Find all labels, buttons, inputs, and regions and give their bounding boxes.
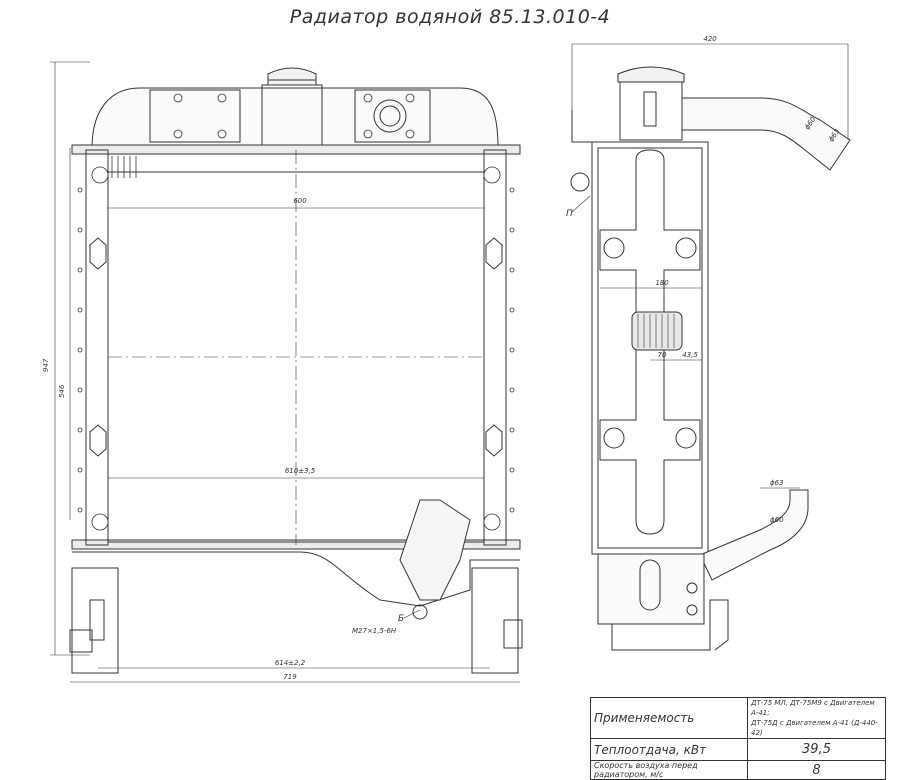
right-side-plate [483, 149, 507, 546]
applicability-line-1: ДТ-75 МЛ, ДТ-75М9 с Двигателем А-41; [751, 699, 875, 717]
dim-43-5: 43,5 [682, 351, 698, 359]
side-dimension-lines [571, 43, 849, 489]
mark-p: П [566, 209, 573, 219]
top-outlet [373, 99, 407, 133]
dim-70: 70 [658, 351, 667, 359]
dim-546: 546 [58, 384, 66, 398]
dim-phi63-lower: ϕ63 [770, 479, 784, 487]
left-side-plate [85, 149, 109, 546]
side-nipple [570, 172, 590, 192]
side-bottom-tank [597, 553, 705, 625]
side-lower-pipe [699, 489, 809, 581]
side-upper-pipe [681, 97, 851, 171]
tank-plate-left [149, 89, 241, 143]
applicability-value: ДТ-75 МЛ, ДТ-75М9 с Двигателем А-41; ДТ-… [747, 697, 886, 739]
air-speed-value: 8 [747, 760, 886, 780]
dim-600: 600 [293, 197, 307, 205]
dim-phi60-lower: ϕ60 [770, 516, 784, 524]
mark-b: Б [398, 614, 404, 624]
left-support [71, 567, 119, 674]
dim-420: 420 [703, 35, 717, 43]
side-view [570, 66, 851, 651]
dim-614: 614±2,2 [275, 659, 306, 667]
applicability-line-2: ДТ-75Д с Двигателем А-41 (Д-440-42) [751, 719, 878, 737]
side-louver [631, 311, 683, 351]
drain-plug [412, 604, 428, 620]
top-tank [91, 87, 499, 149]
heat-transfer-label: Теплоотдача, кВт [590, 738, 748, 761]
lower-outlet-pipe [399, 499, 471, 601]
front-view [69, 67, 523, 674]
side-internal-rib [599, 149, 701, 535]
side-filler-cap [617, 66, 685, 83]
front-dimension-lines [50, 61, 520, 683]
specification-table: Применяемость ДТ-75 МЛ, ДТ-75М9 с Двигат… [590, 697, 886, 780]
side-filler-neck [619, 81, 683, 141]
heat-transfer-value: 39,5 [747, 738, 886, 761]
dim-180: 180 [655, 279, 669, 287]
thread-label: M27×1,5-6H [352, 627, 397, 635]
drawing-title: Радиатор водяной 85.13.010-4 [289, 6, 611, 28]
dim-719: 719 [283, 673, 297, 681]
dim-610: 610±3,5 [285, 467, 316, 475]
air-speed-label: Скорость воздуха перед радиатором, м/с [590, 760, 748, 780]
tank-plate-right [354, 89, 431, 143]
dim-947: 947 [42, 358, 50, 372]
filler-cap [267, 67, 317, 86]
applicability-label: Применяемость [590, 697, 748, 739]
